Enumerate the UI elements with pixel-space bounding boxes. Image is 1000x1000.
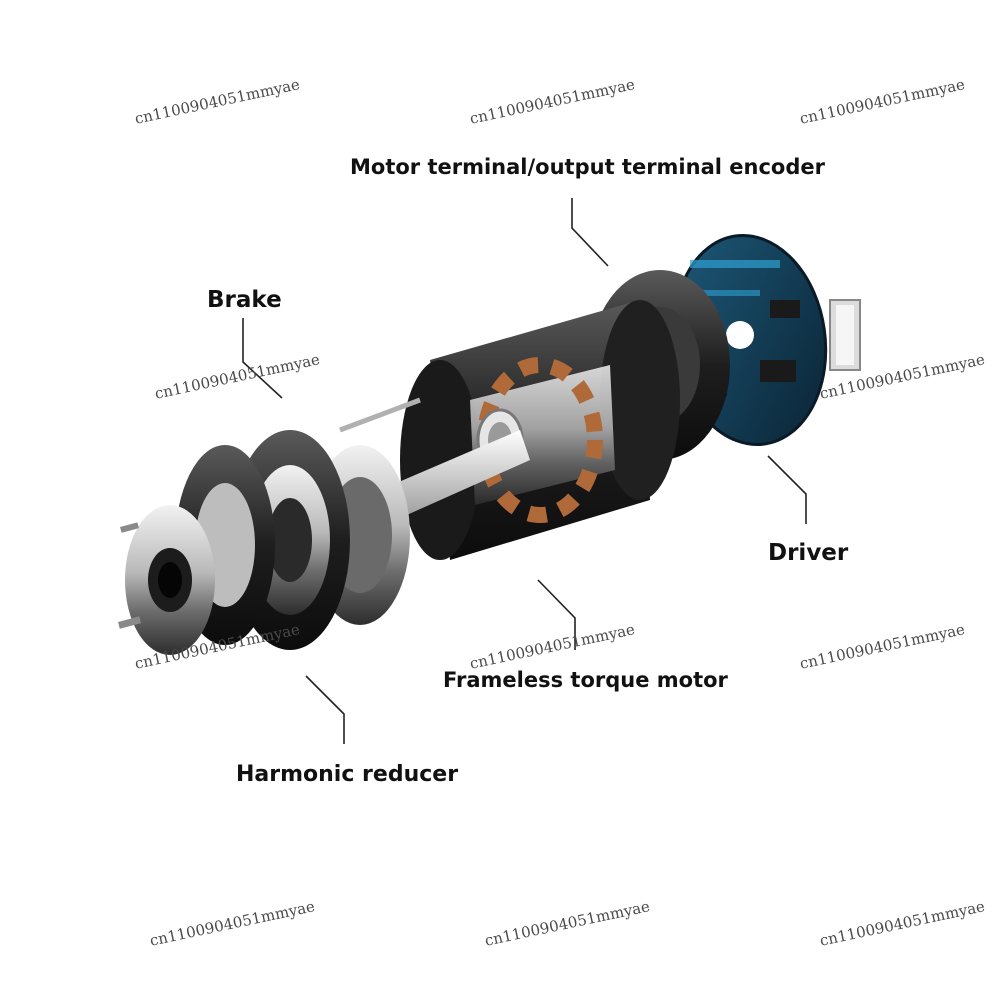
leader-encoder [571,198,609,267]
label-reducer: Harmonic reducer [236,762,459,787]
motor-housing [400,300,680,560]
leader-motor [537,579,576,650]
label-driver: Driver [768,540,849,566]
leader-reducer [305,675,345,744]
leader-brake [242,318,283,399]
label-motor: Frameless torque motor [443,668,728,692]
label-encoder: Motor terminal/output terminal encoder [350,155,825,179]
leader-driver [767,455,807,524]
output-flange [118,505,215,655]
label-brake: Brake [207,287,282,313]
